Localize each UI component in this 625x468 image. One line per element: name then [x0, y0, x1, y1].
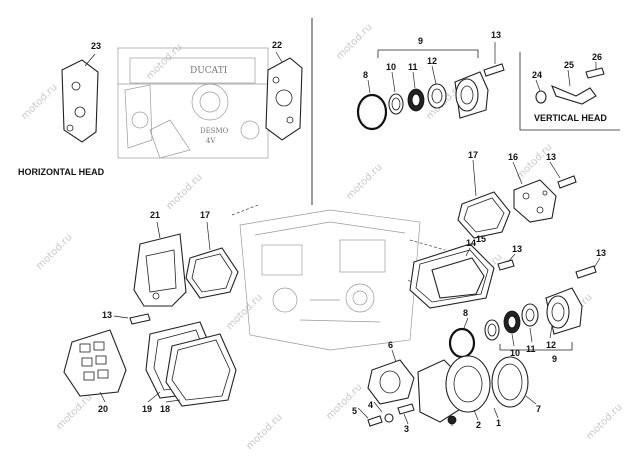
- callout-1: 1: [496, 418, 501, 428]
- watermark: motod.ru: [164, 172, 204, 212]
- watermark: motod.ru: [344, 162, 384, 202]
- callout-16: 16: [508, 152, 518, 162]
- callout-12-top: 12: [427, 56, 437, 66]
- watermark: motod.ru: [584, 402, 624, 442]
- left-upper-cover: [133, 221, 239, 307]
- vertical-head-heading: VERTICAL HEAD: [534, 113, 607, 123]
- horizontal-head-heading: HORIZONTAL HEAD: [18, 167, 105, 177]
- callout-25: 25: [564, 60, 574, 70]
- top-valve-assembly: [356, 42, 505, 131]
- callout-11-top: 11: [408, 62, 418, 72]
- callout-7: 7: [536, 404, 541, 414]
- callout-9-top: 9: [418, 36, 423, 46]
- callout-10-top: 10: [386, 62, 396, 72]
- callout-8-bottom: 8: [463, 308, 468, 318]
- callout-labels: 23 22 9 13 8 10 11 12 24 25 26 17 16 13 …: [91, 30, 606, 434]
- callout-13-top: 13: [491, 30, 501, 40]
- callout-5: 5: [352, 406, 357, 416]
- callout-13-mid-right: 13: [512, 244, 522, 254]
- callout-23: 23: [91, 41, 101, 51]
- callout-4: 4: [368, 400, 373, 410]
- engine-brand-mark: DUCATI: [190, 66, 228, 76]
- watermark: motod.ru: [54, 392, 94, 432]
- vertical-head-parts: [535, 62, 605, 105]
- section-dividers: [311, 18, 620, 205]
- part-22-cover: [265, 51, 303, 141]
- watermark: motod.ru: [244, 412, 284, 452]
- callout-17-left: 17: [200, 210, 210, 220]
- callout-10-bottom: 10: [510, 348, 520, 358]
- watermark: motod.ru: [19, 82, 59, 122]
- part-23-bracket: [61, 53, 99, 143]
- upper-right-cover: [457, 159, 577, 239]
- callout-12-bottom: 12: [546, 340, 556, 350]
- callout-18: 18: [160, 404, 170, 414]
- engine-desmo-mark: DESMO: [200, 127, 229, 135]
- lower-valve-assembly: [448, 257, 601, 359]
- callout-26: 26: [592, 52, 602, 62]
- watermark: motod.ru: [224, 292, 264, 332]
- middle-right-cover: [409, 243, 516, 309]
- callout-8-top: 8: [363, 70, 368, 80]
- callout-6: 6: [388, 340, 393, 350]
- callout-14: 14: [466, 238, 476, 248]
- callout-15: 15: [476, 234, 486, 244]
- callout-11-bottom: 11: [526, 344, 536, 354]
- engine-4v-mark: 4V: [206, 137, 216, 145]
- callout-13-upper-right: 13: [546, 152, 556, 162]
- callout-2: 2: [476, 420, 481, 430]
- callout-24: 24: [532, 70, 542, 80]
- callout-19: 19: [142, 404, 152, 414]
- horizontal-engine-outline: DUCATI DESMO 4V: [117, 47, 269, 159]
- watermark: motod.ru: [514, 142, 554, 182]
- callout-9-bottom: 9: [552, 354, 557, 364]
- callout-21: 21: [150, 210, 160, 220]
- left-lower-covers: [63, 313, 237, 407]
- callout-3: 3: [404, 424, 409, 434]
- callout-13-far-right: 13: [596, 248, 606, 258]
- callout-20: 20: [98, 404, 108, 414]
- callout-17-right: 17: [468, 150, 478, 160]
- callout-13-left: 13: [102, 310, 112, 320]
- intake-assembly: [357, 349, 537, 427]
- watermark: motod.ru: [34, 232, 74, 272]
- callout-22: 22: [272, 40, 282, 50]
- watermark: motod.ru: [334, 22, 374, 62]
- watermark: motod.ru: [324, 382, 364, 422]
